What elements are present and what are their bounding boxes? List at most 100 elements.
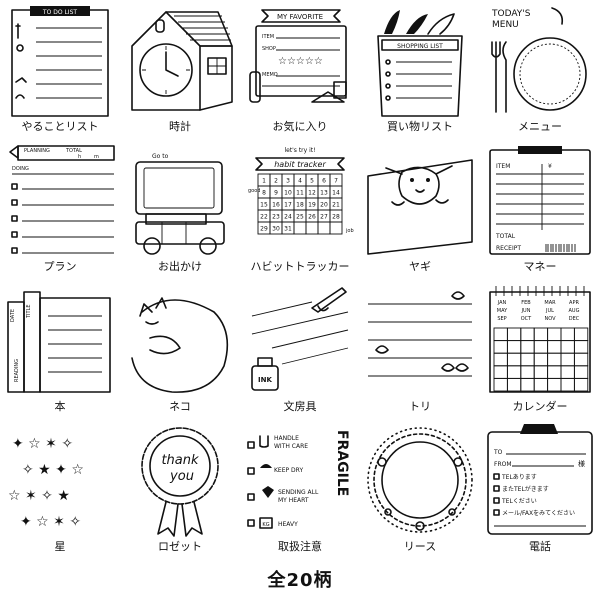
- calendar-day-cell: [506, 340, 522, 354]
- svg-text:habit tracker: habit tracker: [274, 160, 326, 169]
- favorite-title: MY FAVORITE: [277, 13, 323, 21]
- calendar-day-cell: [506, 377, 522, 392]
- label-wreath: リース: [403, 540, 437, 553]
- todo-title: TO DO LIST: [42, 9, 77, 16]
- habit-day-number: 10: [284, 190, 292, 197]
- calendar-day-cell: [520, 377, 535, 392]
- svg-text:you: you: [169, 469, 194, 484]
- svg-text:h: h: [78, 154, 81, 160]
- calendar-day-cell: [493, 327, 508, 342]
- calendar-day-cell: [547, 340, 562, 354]
- calendar-day-cell: [520, 327, 535, 342]
- svg-text:TO: TO: [493, 449, 503, 456]
- svg-text:ITEM: ITEM: [496, 163, 510, 170]
- svg-text:MY HEART: MY HEART: [278, 497, 309, 504]
- design-plan: PLANNING TOTAL h m DOING プラン: [0, 140, 120, 280]
- habit-day-number: 3: [286, 178, 290, 185]
- habit-day-number: 19: [308, 202, 316, 209]
- habit-cell: [329, 221, 343, 235]
- svg-text:WITH CARE: WITH CARE: [274, 443, 308, 450]
- svg-text:m: m: [94, 154, 99, 160]
- calendar-month-label: JUN: [521, 308, 531, 314]
- calendar-day-cell: [493, 365, 508, 379]
- calendar-day-cell: [520, 352, 535, 367]
- habit-day-number: 22: [260, 214, 268, 221]
- calendar-day-cell: [560, 377, 575, 392]
- design-clock: 時計: [120, 0, 240, 140]
- design-outing: Go to お出かけ: [120, 140, 240, 280]
- calendar-day-cell: [573, 327, 589, 342]
- habit-day-number: 18: [296, 202, 304, 209]
- label-phone: 電話: [529, 540, 551, 553]
- svg-text:メール/FAXをみてください: メール/FAXをみてください: [502, 510, 575, 517]
- label-todo: やることリスト: [21, 120, 99, 133]
- svg-text:✦ ☆ ✶ ✧: ✦ ☆ ✶ ✧: [20, 514, 81, 530]
- svg-text:PLANNING: PLANNING: [24, 148, 50, 154]
- favorite-icon: MY FAVORITE ITEM SHOP ☆☆☆☆☆ MEMO: [249, 9, 347, 103]
- label-shopping: 買い物リスト: [387, 120, 453, 133]
- svg-text:HEAVY: HEAVY: [278, 521, 298, 528]
- habit-day-number: 6: [322, 178, 326, 185]
- calendar-day-cell: [493, 377, 508, 392]
- habit-day-number: 29: [260, 226, 268, 233]
- label-stars: 星: [54, 540, 66, 553]
- habit-day-number: 15: [260, 202, 268, 209]
- habit-day-number: 16: [272, 202, 280, 209]
- calendar-day-cell: [547, 352, 562, 367]
- habit-day-number: 13: [320, 190, 328, 197]
- svg-text:✦ ☆ ✶ ✧: ✦ ☆ ✶ ✧: [12, 436, 73, 452]
- svg-text:☆☆☆☆☆: ☆☆☆☆☆: [278, 56, 323, 67]
- habit-day-number: 24: [284, 214, 292, 221]
- calendar-month-label: APR: [569, 300, 579, 306]
- svg-text:MENU: MENU: [492, 20, 519, 30]
- goat-icon: [367, 159, 473, 255]
- habit-day-number: 30: [272, 226, 280, 233]
- habit-day-number: 12: [308, 190, 316, 197]
- svg-text:☆ ✶ ✧ ★: ☆ ✶ ✧ ★: [8, 488, 70, 504]
- svg-text:FRAGILE: FRAGILE: [334, 430, 350, 496]
- wreath-icon: [367, 427, 473, 533]
- design-todo: TO DO LIST やることリスト: [0, 0, 120, 140]
- shopping-bag-icon: SHOPPING LIST: [377, 10, 463, 117]
- calendar-day-cell: [533, 340, 549, 354]
- habit-day-number: 20: [320, 202, 328, 209]
- svg-text:FROM: FROM: [494, 461, 512, 468]
- design-phone: TO FROM 様 TELあります またTELがきます TELください メール/…: [480, 420, 600, 560]
- calendar-grid: [493, 327, 589, 392]
- design-goat: ヤギ: [360, 140, 480, 280]
- calendar-day-cell: [573, 352, 589, 367]
- svg-text:KG: KG: [262, 522, 269, 528]
- habit-day-number: 7: [334, 178, 338, 185]
- habit-day-number: 31: [284, 226, 292, 233]
- label-plan: プラン: [43, 260, 77, 273]
- habit-cell: [317, 221, 331, 235]
- calendar-day-cell: [506, 365, 522, 379]
- calendar-day-cell: [506, 352, 522, 367]
- calendar-day-cell: [573, 340, 589, 354]
- phone-memo-icon: TO FROM 様 TELあります またTELがきます TELください メール/…: [487, 424, 593, 535]
- habit-day-number: 26: [308, 214, 316, 221]
- svg-text:様: 様: [578, 459, 585, 468]
- svg-text:RECEIPT: RECEIPT: [496, 245, 521, 252]
- label-birds: トリ: [409, 400, 431, 413]
- svg-text:またTELがきます: またTELがきます: [502, 485, 549, 493]
- calendar-day-cell: [506, 327, 522, 342]
- design-menu: TODAY'S MENU メニュー: [480, 0, 600, 140]
- calendar-month-label: MAY: [497, 308, 508, 314]
- calendar-day-cell: [560, 365, 575, 379]
- svg-text:thank: thank: [161, 453, 199, 468]
- label-clock: 時計: [169, 120, 191, 133]
- label-fragile: 取扱注意: [278, 540, 322, 553]
- total-designs-caption: 全20柄: [267, 570, 333, 591]
- calendar-day-cell: [547, 377, 562, 392]
- design-wreath: リース: [360, 420, 480, 560]
- svg-text:TOTAL: TOTAL: [65, 148, 82, 154]
- calendar-day-cell: [560, 352, 575, 367]
- fragile-icon: HANDLE WITH CARE KEEP DRY SENDING ALL MY…: [247, 430, 350, 529]
- label-favorite: お気に入り: [272, 120, 328, 133]
- calendar-day-cell: [573, 365, 589, 379]
- svg-text:¥: ¥: [548, 163, 552, 170]
- cat-icon: [131, 297, 229, 393]
